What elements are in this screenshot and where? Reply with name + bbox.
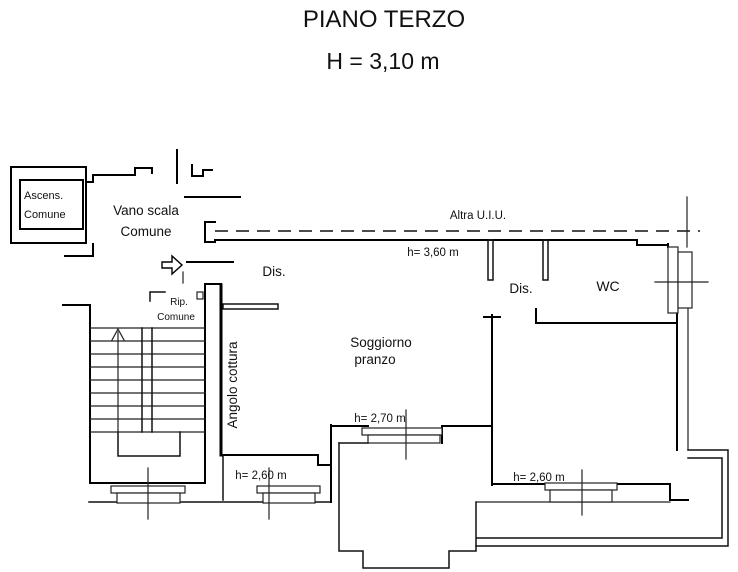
height-270-label: h= 2,70 m	[354, 413, 405, 425]
wall-kitchen-half	[222, 303, 279, 310]
altra-uiu-label: Altra U.I.U.	[450, 210, 506, 222]
soggiorno-label-line2: pranzo	[354, 352, 395, 367]
vano-scala-label-line2: Comune	[120, 224, 171, 239]
wall-landing-step	[191, 164, 213, 177]
elevator-outer-wall	[10, 166, 87, 244]
vano-scala-label-line1: Vano scala	[113, 203, 179, 218]
window-camera	[544, 469, 618, 516]
wall-band-left-bracket	[204, 221, 216, 243]
wall-elevator-bottom-connector	[64, 243, 94, 257]
windows	[110, 196, 709, 520]
rip-label-line1: Rip.	[170, 297, 188, 308]
wall-elevator-top-connector	[85, 167, 153, 183]
balcony-center-outline	[338, 442, 477, 569]
wall-soggiorno-south-right	[441, 425, 493, 444]
wall-kitchen-cap	[204, 283, 222, 299]
labels: Ascens. Comune Vano scala Comune Rip. Co…	[24, 190, 620, 484]
angolo-cottura-label: Angolo cottura	[225, 341, 240, 429]
wall-wc-south	[535, 308, 678, 324]
window-kitchen	[256, 467, 321, 520]
balcony-right-inner	[476, 457, 723, 539]
soggiorno-label-line1: Soggiorno	[350, 335, 412, 350]
elevator-label-line2: Comune	[24, 209, 66, 221]
balconies	[338, 442, 729, 569]
wall-band-bottom	[214, 239, 669, 248]
balcony-right-outer	[475, 449, 729, 547]
wall-rip-bracket	[149, 291, 166, 302]
wall-kitchen-notch	[196, 291, 204, 300]
stair-void	[117, 431, 181, 457]
ceiling-height-title: H = 3,10 m	[326, 48, 439, 74]
elevator-label-line1: Ascens.	[24, 190, 63, 202]
height-360-label: h= 3,60 m	[407, 247, 458, 259]
elevator-inner-wall	[19, 179, 84, 230]
stair-treads	[89, 327, 206, 433]
wall-camera-south	[491, 483, 689, 501]
dis1-label: Dis.	[262, 264, 285, 279]
rip-label-line2: Comune	[157, 312, 195, 323]
height-260-left-label: h= 2,60 m	[235, 470, 286, 482]
wall-stub-dis	[487, 239, 494, 281]
window-soggiorno	[361, 409, 443, 460]
stair-divider	[141, 327, 153, 433]
wall-stub-wc	[542, 239, 549, 281]
wall-stairwell-outer	[62, 283, 206, 484]
window-wc	[654, 196, 709, 314]
height-260-right-label: h= 2,60 m	[513, 472, 564, 484]
entry-arrow-icon	[161, 254, 184, 276]
wc-label: WC	[596, 278, 619, 294]
page-title: PIANO TERZO	[303, 6, 465, 33]
stairwell	[89, 327, 206, 457]
stairs-up-arrow-icon	[111, 327, 125, 434]
title-block: PIANO TERZO H = 3,10 m	[303, 6, 465, 74]
window-stairwell	[110, 467, 186, 520]
dis2-label: Dis.	[509, 281, 532, 296]
wall-kitchen-south	[220, 454, 332, 466]
